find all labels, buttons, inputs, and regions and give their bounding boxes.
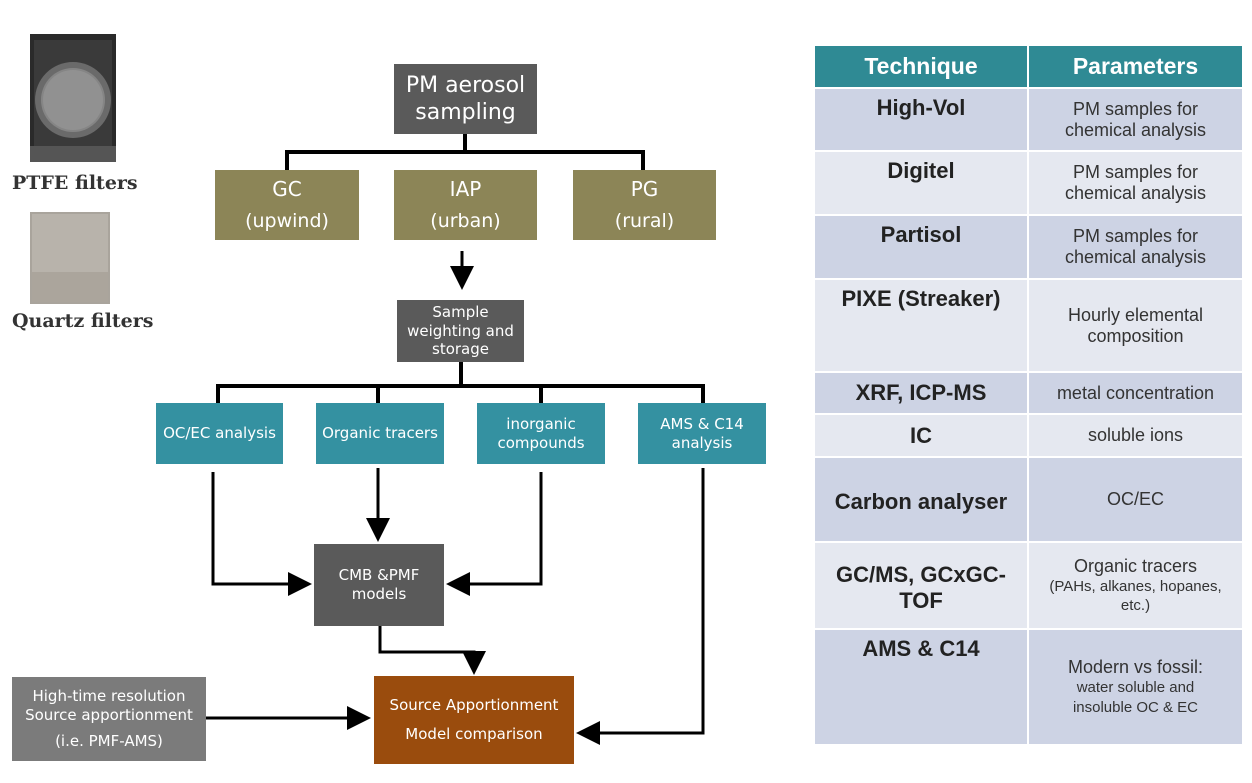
technique-cell: Digitel [813, 150, 1029, 216]
site-name: IAP [449, 176, 482, 201]
table-row: PIXE (Streaker) Hourly elemental composi… [813, 278, 1245, 373]
table-row: IC soluble ions [813, 413, 1245, 458]
technique-cell: High-Vol [813, 87, 1029, 152]
analysis-label: OC/EC analysis [163, 424, 276, 443]
technique-cell: AMS & C14 [813, 628, 1029, 746]
parameters-cell: PM samples for chemical analysis [1026, 150, 1245, 216]
technique-table: Technique Parameters High-Vol PM samples… [813, 44, 1245, 746]
high-time-line: High-time resolution [32, 686, 186, 705]
column-header-parameters: Parameters [1026, 44, 1245, 89]
technique-cell: PIXE (Streaker) [813, 278, 1029, 373]
technique-cell: IC [813, 413, 1029, 458]
flow-connectors [206, 134, 705, 745]
pm-aerosol-sampling-text: PM aerosol sampling [405, 72, 526, 126]
parameters-detail: (PAHs, alkanes, hopanes, etc.) [1049, 577, 1222, 615]
parameters-cell: Modern vs fossil: water soluble and inso… [1026, 628, 1245, 746]
parameters-cell: Organic tracers (PAHs, alkanes, hopanes,… [1026, 541, 1245, 630]
table-row: Digitel PM samples for chemical analysis [813, 150, 1245, 216]
site-name: GC [272, 176, 302, 201]
table-row: Carbon analyser OC/EC [813, 456, 1245, 543]
parameters-cell: PM samples for chemical analysis [1026, 87, 1245, 152]
parameters-cell: OC/EC [1026, 456, 1245, 543]
site-sub: (urban) [430, 209, 501, 232]
analysis-box-ocec: OC/EC analysis [156, 403, 283, 464]
site-sub: (rural) [614, 209, 675, 232]
parameters-detail: water soluble and insoluble OC & EC [1072, 679, 1199, 716]
quartz-filters-label: Quartz filters [12, 310, 154, 332]
technique-cell: Carbon analyser [813, 456, 1029, 543]
analysis-box-organic-tracers: Organic tracers [316, 403, 444, 464]
table-row: AMS & C14 Modern vs fossil: water solubl… [813, 628, 1245, 746]
parameters-cell: metal concentration [1026, 371, 1245, 415]
analysis-box-ams-c14: AMS & C14 analysis [638, 403, 766, 464]
sample-weighting-box: Sample weighting and storage [397, 300, 524, 362]
analysis-label: AMS & C14 analysis [660, 414, 744, 452]
technique-cell: GC/MS, GCxGC-TOF [813, 541, 1029, 630]
site-box-gc: GC (upwind) [215, 170, 359, 240]
analysis-box-inorganic: inorganic compounds [477, 403, 605, 464]
analysis-label: inorganic compounds [497, 414, 585, 452]
source-line: Model comparison [405, 725, 543, 743]
pm-aerosol-sampling-box: PM aerosol sampling [394, 64, 537, 134]
cmb-pmf-models-box: CMB &PMF models [314, 544, 444, 626]
ptfe-filter-photo [30, 34, 116, 162]
technique-cell: Partisol [813, 214, 1029, 280]
parameters-cell: Hourly elemental composition [1026, 278, 1245, 373]
high-time-resolution-box: High-time resolution Source apportionmen… [12, 677, 206, 761]
site-box-pg: PG (rural) [573, 170, 716, 240]
cmb-pmf-models-text: CMB &PMF models [338, 566, 420, 603]
parameters-cell: PM samples for chemical analysis [1026, 214, 1245, 280]
high-time-line: Source apportionment [25, 705, 193, 724]
high-time-line: (i.e. PMF-AMS) [55, 732, 163, 751]
site-name: PG [630, 176, 659, 201]
source-apportionment-box: Source Apportionment Model comparison [374, 676, 574, 764]
parameters-cell: soluble ions [1026, 413, 1245, 458]
column-header-technique: Technique [813, 44, 1029, 89]
quartz-filter-photo [30, 212, 110, 304]
technique-cell: XRF, ICP-MS [813, 371, 1029, 415]
table-row: XRF, ICP-MS metal concentration [813, 371, 1245, 415]
sample-weighting-text: Sample weighting and storage [407, 302, 514, 359]
ptfe-filters-label: PTFE filters [12, 172, 138, 194]
source-line: Source Apportionment [389, 696, 559, 715]
analysis-label: Organic tracers [322, 424, 438, 443]
site-box-iap: IAP (urban) [394, 170, 537, 240]
table-header-row: Technique Parameters [813, 44, 1245, 89]
parameters-main: Organic tracers [1073, 555, 1198, 576]
parameters-main: Modern vs fossil: [1067, 657, 1204, 677]
table-row: Partisol PM samples for chemical analysi… [813, 214, 1245, 280]
table-row: High-Vol PM samples for chemical analysi… [813, 87, 1245, 152]
table-row: GC/MS, GCxGC-TOF Organic tracers (PAHs, … [813, 541, 1245, 630]
site-sub: (upwind) [245, 209, 329, 232]
